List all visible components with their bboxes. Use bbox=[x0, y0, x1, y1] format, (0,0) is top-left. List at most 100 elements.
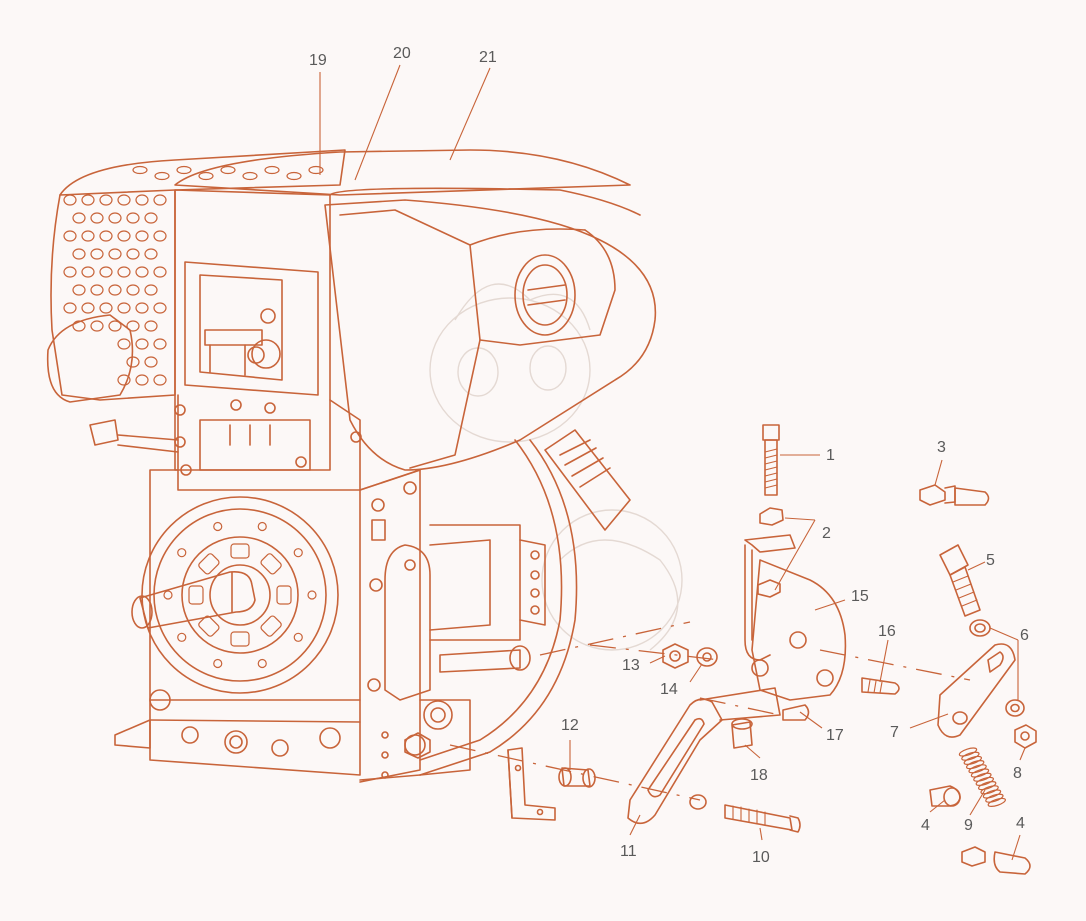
spring-coil bbox=[965, 760, 985, 770]
part-11-slotted-lever bbox=[627, 687, 781, 825]
flange-window bbox=[260, 553, 282, 575]
perforation bbox=[81, 230, 95, 242]
flange-window bbox=[230, 631, 250, 647]
spring-coil bbox=[985, 793, 1004, 803]
callout-labels: 1 2 3 4 4 5 6 7 8 9 10 11 12 13 14 15 16… bbox=[309, 45, 1029, 866]
flange-windows bbox=[188, 543, 292, 647]
bolt-hole bbox=[213, 658, 223, 669]
perforation bbox=[126, 284, 140, 296]
callout-17: 17 bbox=[826, 727, 844, 744]
bolt-hole bbox=[177, 548, 187, 558]
perforation bbox=[154, 171, 170, 181]
callout-4-right: 4 bbox=[1016, 815, 1025, 832]
part-17-screw bbox=[782, 704, 810, 721]
perforation bbox=[117, 230, 131, 242]
flange-window bbox=[188, 585, 204, 605]
perforation bbox=[153, 230, 167, 242]
spring-coil bbox=[975, 776, 995, 786]
perforation bbox=[144, 320, 158, 332]
perforation bbox=[135, 374, 149, 386]
callout-8: 8 bbox=[1013, 765, 1022, 782]
callout-18: 18 bbox=[750, 767, 768, 784]
flange-window bbox=[198, 615, 220, 637]
crankcase-nut bbox=[404, 732, 431, 759]
bolt-hole bbox=[293, 548, 303, 558]
perforation bbox=[153, 266, 167, 278]
leader-lines bbox=[319, 64, 1026, 861]
perforation bbox=[108, 284, 122, 296]
spring-coil bbox=[970, 768, 990, 778]
part-1-bolt bbox=[762, 424, 780, 496]
perforation bbox=[90, 212, 104, 224]
bolt-hole bbox=[257, 658, 267, 669]
perforation bbox=[72, 248, 86, 260]
callout-10: 10 bbox=[752, 849, 770, 866]
callout-3: 3 bbox=[937, 439, 946, 456]
perforation bbox=[308, 165, 324, 175]
spring-coil bbox=[987, 797, 1007, 807]
callout-14: 14 bbox=[660, 681, 678, 698]
callout-16: 16 bbox=[878, 623, 896, 640]
perforation bbox=[72, 212, 86, 224]
perforation bbox=[220, 165, 236, 175]
perforation bbox=[117, 194, 131, 206]
perforation bbox=[153, 338, 167, 350]
perforation bbox=[132, 165, 148, 175]
callout-19: 19 bbox=[309, 52, 327, 69]
perforation bbox=[90, 248, 104, 260]
spring-coil bbox=[980, 785, 999, 795]
bolt-hole bbox=[307, 590, 317, 600]
perforation bbox=[198, 171, 214, 181]
watermark bbox=[429, 283, 683, 651]
perforation bbox=[108, 320, 122, 332]
perforation bbox=[135, 194, 149, 206]
callout-2: 2 bbox=[822, 525, 831, 542]
spring-coil bbox=[958, 747, 978, 757]
angle-bracket bbox=[507, 747, 556, 821]
callout-7: 7 bbox=[890, 724, 899, 741]
perforation bbox=[126, 212, 140, 224]
flange-window bbox=[260, 615, 282, 637]
callout-12: 12 bbox=[561, 717, 579, 734]
part-9-spring bbox=[958, 747, 1007, 807]
perforation bbox=[108, 248, 122, 260]
callout-20: 20 bbox=[393, 45, 411, 62]
flange-window bbox=[198, 553, 220, 575]
perforation bbox=[286, 171, 302, 181]
perforation bbox=[108, 212, 122, 224]
perforation bbox=[126, 356, 140, 368]
part-18-bushing bbox=[731, 718, 753, 749]
perforation bbox=[99, 194, 113, 206]
bolt-hole bbox=[177, 632, 187, 642]
perforation bbox=[135, 230, 149, 242]
perforation bbox=[153, 302, 167, 314]
spring-coil bbox=[963, 755, 983, 765]
callout-6: 6 bbox=[1020, 627, 1029, 644]
perforation bbox=[117, 338, 131, 350]
bolt-hole bbox=[163, 590, 173, 600]
callout-21: 21 bbox=[479, 49, 497, 66]
perforation bbox=[135, 302, 149, 314]
perforation bbox=[242, 171, 258, 181]
part-16-screw bbox=[861, 677, 900, 695]
perforation bbox=[72, 284, 86, 296]
callout-11: 11 bbox=[620, 843, 637, 860]
callout-9: 9 bbox=[964, 817, 973, 834]
perforation bbox=[63, 194, 77, 206]
perforation bbox=[144, 356, 158, 368]
perforation bbox=[99, 266, 113, 278]
spring-coil bbox=[968, 764, 987, 774]
part-5-screw bbox=[939, 544, 981, 617]
callout-15: 15 bbox=[851, 588, 869, 605]
flange-bolt-holes bbox=[163, 521, 317, 669]
perforation bbox=[81, 194, 95, 206]
spring-coil bbox=[977, 781, 997, 791]
perforation bbox=[264, 165, 280, 175]
perforation bbox=[117, 374, 131, 386]
callout-5: 5 bbox=[986, 552, 995, 569]
perforation bbox=[126, 320, 140, 332]
part-4-pins bbox=[929, 785, 1031, 875]
callout-13: 13 bbox=[622, 657, 640, 674]
